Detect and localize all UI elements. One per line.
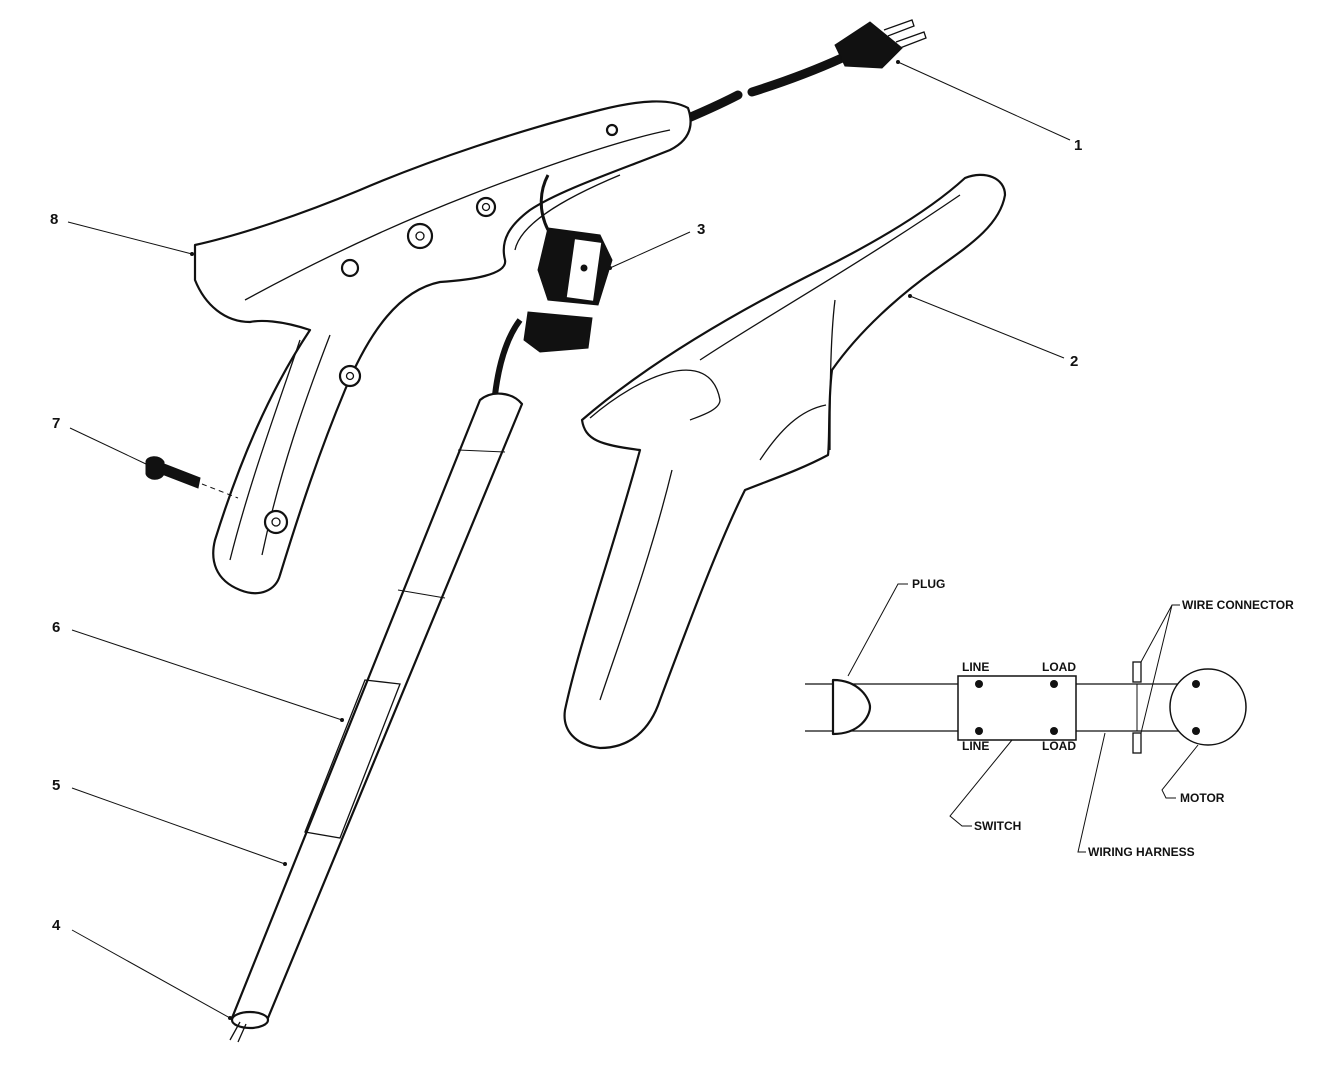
callout-numbers: 1 2 3 4 5 6 7 8 xyxy=(50,137,1082,934)
label-load-bottom: LOAD xyxy=(1042,739,1076,753)
wiring-schematic: PLUG WIRE CONNECTOR LINE LOAD LINE LOAD … xyxy=(805,577,1294,859)
callout-1: 1 xyxy=(1074,137,1082,154)
switch-screw xyxy=(580,264,588,272)
leader-2-dot xyxy=(908,294,912,298)
boss-3 xyxy=(340,258,360,278)
leader-5-dot xyxy=(283,862,287,866)
callout-2: 2 xyxy=(1070,353,1078,370)
tube-seam-1 xyxy=(457,449,506,453)
leader-3 xyxy=(609,231,691,269)
callout-5: 5 xyxy=(52,777,60,794)
switch-trigger xyxy=(523,311,593,353)
wire-connector-bottom xyxy=(1132,732,1142,754)
callout-4: 4 xyxy=(52,917,61,934)
leader-8 xyxy=(67,221,193,255)
leader-6-dot xyxy=(340,718,344,722)
plug-prong-a xyxy=(883,19,915,37)
handle-right-inner xyxy=(589,194,961,701)
leader-wire-connector xyxy=(1140,604,1180,734)
leader-plug xyxy=(847,583,908,677)
schematic-motor xyxy=(1169,668,1247,746)
leader-3-dot xyxy=(608,266,612,270)
label-line-bottom: LINE xyxy=(962,739,989,753)
boss-2-hole xyxy=(415,231,425,241)
leader-switch xyxy=(949,739,1013,827)
callout-6: 6 xyxy=(52,619,60,636)
screw-shank xyxy=(161,463,201,489)
boss-5-hole xyxy=(271,517,281,527)
screw-axis xyxy=(201,483,239,499)
leader-motor xyxy=(1161,744,1199,799)
leader-4 xyxy=(71,929,231,1019)
callout-3: 3 xyxy=(697,221,705,238)
leader-harness xyxy=(1077,732,1106,853)
switch-assembly xyxy=(523,174,613,353)
leader-2 xyxy=(909,295,1065,359)
tube-seam-2 xyxy=(397,589,446,599)
leader-4-dot xyxy=(228,1016,232,1020)
tube-end-wires xyxy=(229,1021,247,1043)
leader-5 xyxy=(71,787,286,865)
harness-wire-top xyxy=(492,318,523,396)
plug-prong-b xyxy=(895,31,927,49)
sleeve-6 xyxy=(304,679,401,839)
boss-1-hole xyxy=(481,202,491,212)
label-switch: SWITCH xyxy=(974,819,1021,833)
terminal-load-top xyxy=(1050,680,1058,688)
handle-left-outline xyxy=(193,100,692,595)
leader-1 xyxy=(897,61,1071,141)
label-wiring-harness: WIRING HARNESS xyxy=(1088,845,1195,859)
wire-connector-top xyxy=(1132,661,1142,683)
leader-1-dot xyxy=(896,60,900,64)
screw xyxy=(145,456,239,499)
boss-4 xyxy=(338,364,362,388)
motor-terminal-bottom xyxy=(1192,727,1200,735)
wiring-harness-tube xyxy=(229,318,524,1043)
leader-6 xyxy=(71,629,343,721)
handle-left-inner-rim xyxy=(229,129,671,561)
label-load-top: LOAD xyxy=(1042,660,1076,674)
label-line-top: LINE xyxy=(962,660,989,674)
leader-8-dot xyxy=(190,252,194,256)
callout-7: 7 xyxy=(52,415,60,432)
motor-terminal-top xyxy=(1192,680,1200,688)
terminal-load-bottom xyxy=(1050,727,1058,735)
terminal-line-top xyxy=(975,680,983,688)
label-wire-connector: WIRE CONNECTOR xyxy=(1182,598,1294,612)
leader-7 xyxy=(69,427,147,465)
terminal-line-bottom xyxy=(975,727,983,735)
plug-body xyxy=(834,21,903,69)
boss-5 xyxy=(263,509,289,535)
callout-leaders xyxy=(67,60,1071,1020)
handle-half-left xyxy=(193,100,692,595)
switch-lead-wire xyxy=(539,174,550,231)
label-plug: PLUG xyxy=(912,577,945,591)
handle-right-outline xyxy=(563,173,1007,750)
schematic-plug xyxy=(831,678,872,736)
label-motor: MOTOR xyxy=(1180,791,1225,805)
cord-segment-upper xyxy=(747,53,847,97)
boss-2 xyxy=(406,222,434,250)
screw-head xyxy=(145,456,165,480)
tube-end xyxy=(230,1010,270,1030)
handle-half-right xyxy=(563,173,1007,750)
callout-8: 8 xyxy=(50,211,58,228)
boss-6 xyxy=(605,123,619,137)
boss-1 xyxy=(475,196,497,218)
boss-4-hole xyxy=(345,371,355,381)
